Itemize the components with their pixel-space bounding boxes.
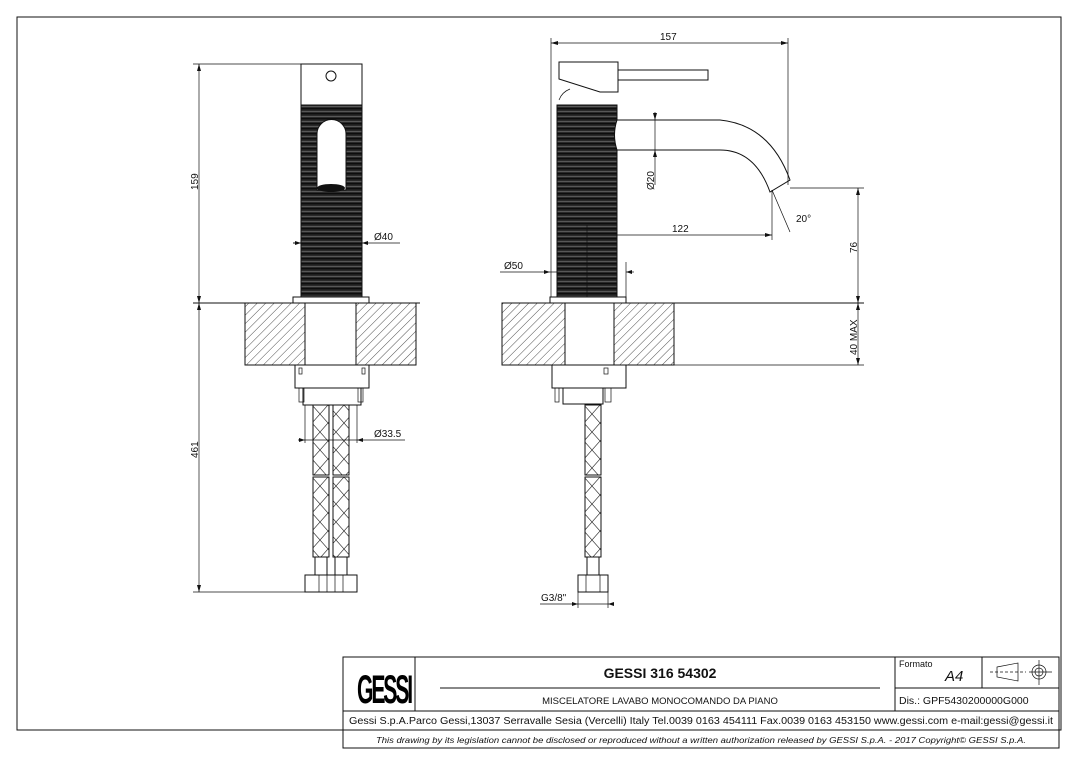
countertop-section xyxy=(613,302,675,366)
dim-hose-spacing: Ø33.5 xyxy=(374,429,402,440)
dim-height: 159 xyxy=(190,173,201,190)
title-block: GESSI GESSI 316 54302 MISCELATORE LAVABO… xyxy=(342,656,1060,749)
handle-hole-icon xyxy=(325,70,337,82)
aerator-outlet xyxy=(317,184,345,192)
countertop-section xyxy=(244,302,306,366)
product-description: MISCELATORE LAVABO MONOCOMANDO DA PIANO xyxy=(542,696,778,707)
fixing-nut xyxy=(294,364,370,389)
countertop-section xyxy=(501,302,566,366)
dim-counter-thickness: 40 MAX xyxy=(849,319,860,355)
dim-body-diameter: Ø40 xyxy=(374,232,393,243)
flexible-hoses xyxy=(304,404,358,593)
front-view: 159 461 Ø40 Ø33.5 xyxy=(190,63,420,593)
side-view: 157 Ø20 20° 122 Ø50 76 40 MAX G3/8" xyxy=(500,32,864,608)
dim-base-diameter: Ø50 xyxy=(504,261,523,272)
handle-cap xyxy=(300,63,363,106)
base-plate xyxy=(549,296,627,304)
drawing-number: Dis.: GPF5430200000G000 xyxy=(899,695,1029,707)
copyright-disclaimer: This drawing by its legislation cannot b… xyxy=(376,735,1026,745)
fixing-nut xyxy=(551,364,627,389)
projection-symbol-icon xyxy=(990,660,1052,685)
product-code: GESSI 316 54302 xyxy=(604,665,717,681)
gessi-logo: GESSI xyxy=(357,668,412,712)
format-label: Formato xyxy=(899,659,933,669)
dim-spout-angle: 20° xyxy=(796,214,811,225)
dim-spout-height: 76 xyxy=(849,241,860,253)
dim-reach: 157 xyxy=(660,32,677,43)
dim-hose-length: 461 xyxy=(190,441,201,458)
aerator-slot xyxy=(316,119,347,191)
lever-handle-body xyxy=(558,61,619,93)
drawing-frame xyxy=(16,16,1062,731)
dim-connection: G3/8" xyxy=(541,593,567,604)
company-info: Gessi S.p.A.Parco Gessi,13037 Serravalle… xyxy=(349,716,1053,727)
spout xyxy=(614,119,791,193)
dim-spout-reach: 122 xyxy=(672,224,689,235)
flexible-hose xyxy=(577,404,609,593)
countertop-section xyxy=(355,302,417,366)
base-plate xyxy=(292,296,370,304)
lever xyxy=(617,69,709,81)
format-value: A4 xyxy=(944,668,963,685)
dim-spout-diameter: Ø20 xyxy=(646,171,657,190)
